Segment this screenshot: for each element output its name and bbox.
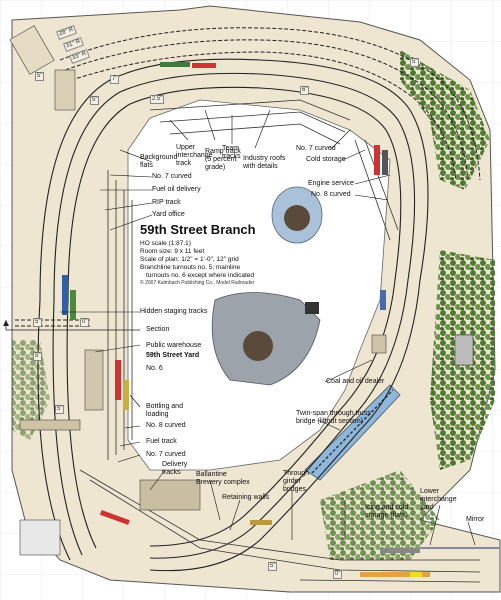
mainline-tracks	[37, 58, 429, 572]
label-no8-curved-left: No. 8 curved	[146, 422, 186, 429]
label-industry-roofs: Industry roofs with details	[243, 155, 286, 170]
label-bottling: Bottling and loading	[146, 403, 183, 418]
plan-title: 59th Street Branch	[140, 222, 256, 237]
label-yard-office: Yard office	[152, 211, 185, 218]
plan-scale: Scale of plan: 1/2" = 1'-0", 12" grid	[140, 256, 239, 263]
bridge-truss	[311, 389, 394, 474]
room-size: Room size: 9 x 11 feet	[140, 248, 205, 255]
operator-figure-lower	[211, 292, 321, 386]
radius-marker: 5"	[33, 352, 43, 361]
radius-marker: 5"	[55, 405, 65, 414]
turnouts-line-1: Branchline turnouts no. 5; mainline	[140, 264, 241, 271]
label-background-flats: Background flats	[140, 154, 178, 169]
aisle	[127, 99, 391, 471]
label-no7-curved-top: No. 7 curved	[296, 145, 336, 152]
label-ballantine: Ballantine Brewery complex	[196, 471, 250, 486]
label-cold-storage: Cold storage	[306, 156, 346, 163]
hidden-tracks	[15, 27, 481, 327]
radius-marker: 5"	[90, 96, 100, 105]
label-coal-oil: Coal and oil dealer	[326, 378, 385, 385]
trees-upper-right	[400, 50, 490, 190]
label-icing: Icing and cold storage (flats)	[365, 504, 409, 519]
radius-marker: 5"	[410, 58, 420, 67]
label-hidden-staging: Hidden staging tracks	[140, 308, 208, 315]
radius-marker: 0"	[333, 570, 343, 579]
label-fuel-oil: Fuel oil delivery	[152, 186, 201, 193]
radius-marker: 5"	[268, 562, 278, 571]
radius-marker: 7"	[110, 75, 120, 84]
label-delivery-tracks: Delivery tracks	[162, 461, 188, 476]
label-engine-service: Engine service	[308, 180, 354, 187]
copyright: © 2007 Kalmbach Publishing Co., Model Ra…	[140, 280, 255, 286]
leader-lines	[60, 109, 476, 546]
yard-tracks	[79, 99, 481, 583]
label-section: Section	[146, 326, 170, 333]
label-no7-curved-left: No. 7 curved	[152, 173, 192, 180]
label-rip-track: RIP track	[152, 199, 181, 206]
rolling-stock	[62, 62, 430, 577]
label-retaining-walls: Retaining walls	[222, 494, 270, 501]
label-public-warehouse: Public warehouse	[146, 342, 202, 349]
label-team-tracks: Team tracks	[222, 145, 241, 160]
radius-marker: 5"	[33, 318, 43, 327]
trees-bottom	[320, 470, 440, 560]
radius-marker: 6"	[300, 86, 310, 95]
label-yard-name: 59th Street Yard	[146, 352, 200, 359]
label-no7-curved-bottom: No. 7 curved	[146, 451, 186, 458]
label-no8-curved-right: No. 8 curved	[311, 191, 351, 198]
turnouts-line-2: turnouts no. 6 except where indicated	[146, 272, 255, 279]
buildings	[9, 25, 474, 556]
title-block: 59th Street Branch HO scale (1:87.1) Roo…	[140, 222, 310, 287]
radius-marker: 2.5"	[150, 95, 165, 104]
label-no6: No. 6	[146, 365, 163, 372]
scale-info: HO scale (1:87.1)	[140, 240, 191, 247]
label-mirror: Mirror	[466, 516, 485, 523]
label-ramp-track: Ramp track (5 percent grade)	[205, 148, 241, 171]
label-twin-span: Twin-span through truss bridge (liftout …	[296, 410, 371, 425]
section-marker	[3, 320, 140, 331]
label-upper-interchange: Upper interchange track	[176, 144, 213, 167]
radius-marker: 5"	[35, 72, 45, 81]
label-lower-interchange: Lower interchange yard	[420, 488, 457, 511]
label-through-girder: Through girder bridges	[283, 470, 310, 493]
operator-figure-upper	[271, 186, 323, 244]
trees-left	[12, 340, 50, 440]
label-fuel-track: Fuel track	[146, 438, 177, 445]
radius-marker: 0"	[80, 318, 90, 327]
